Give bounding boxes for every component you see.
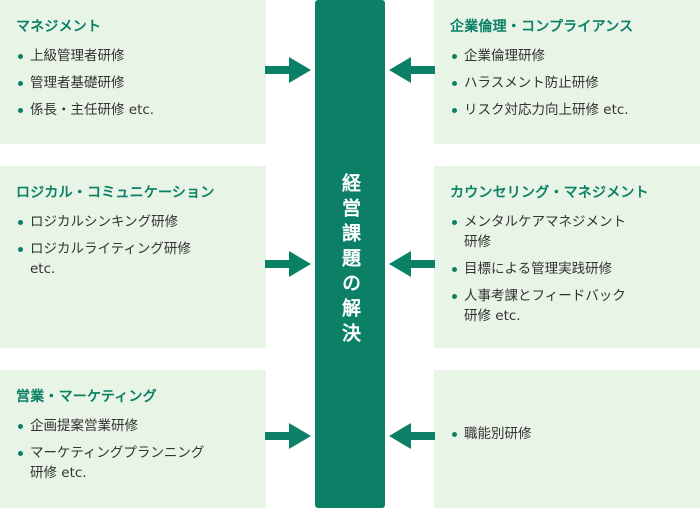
- list-item: マーケティングプランニング 研修 etc.: [16, 443, 266, 483]
- box-counseling-management: カウンセリング・マネジメント メンタルケアマネジメント 研修 目標による管理実践…: [434, 166, 700, 348]
- box-title: ロジカル・コミュニケーション: [16, 185, 215, 201]
- center-title: 経営課題の解決: [339, 172, 361, 348]
- list-item: 上級管理者研修: [16, 46, 266, 66]
- box-ethics-compliance: 企業倫理・コンプライアンス 企業倫理研修 ハラスメント防止研修 リスク対応力向上…: [434, 0, 700, 144]
- list-item: メンタルケアマネジメント 研修: [450, 212, 700, 252]
- arrow-right-icon: [265, 423, 311, 449]
- arrow-right-icon: [265, 251, 311, 277]
- box-management: マネジメント 上級管理者研修 管理者基礎研修 係長・主任研修 etc.: [0, 0, 266, 144]
- list-item: 管理者基礎研修: [16, 73, 266, 93]
- box-logical-communication: ロジカル・コミュニケーション ロジカルシンキング研修 ロジカルライティング研修 …: [0, 166, 266, 348]
- box-functional-training: 職能別研修: [434, 370, 700, 508]
- list-item: 目標による管理実践研修: [450, 259, 700, 279]
- list-item: ハラスメント防止研修: [450, 73, 700, 93]
- box-sales-marketing: 営業・マーケティング 企画提案営業研修 マーケティングプランニング 研修 etc…: [0, 370, 266, 508]
- list-item: ロジカルライティング研修 etc.: [16, 239, 266, 279]
- box-title: 営業・マーケティング: [16, 389, 157, 405]
- list-item: リスク対応力向上研修 etc.: [450, 100, 700, 120]
- list-item: ロジカルシンキング研修: [16, 212, 266, 232]
- list-item: 職能別研修: [450, 424, 700, 444]
- box-title: カウンセリング・マネジメント: [450, 185, 649, 201]
- arrow-left-icon: [389, 57, 435, 83]
- list-item: 企業倫理研修: [450, 46, 700, 66]
- list-item: 企画提案営業研修: [16, 416, 266, 436]
- box-title: マネジメント: [16, 19, 102, 35]
- list-item: 係長・主任研修 etc.: [16, 100, 266, 120]
- list-item: 人事考課とフィードバック 研修 etc.: [450, 286, 700, 326]
- center-column: 経営課題の解決: [315, 0, 385, 508]
- arrow-left-icon: [389, 251, 435, 277]
- arrow-right-icon: [265, 57, 311, 83]
- box-title: 企業倫理・コンプライアンス: [450, 19, 634, 35]
- arrow-left-icon: [389, 423, 435, 449]
